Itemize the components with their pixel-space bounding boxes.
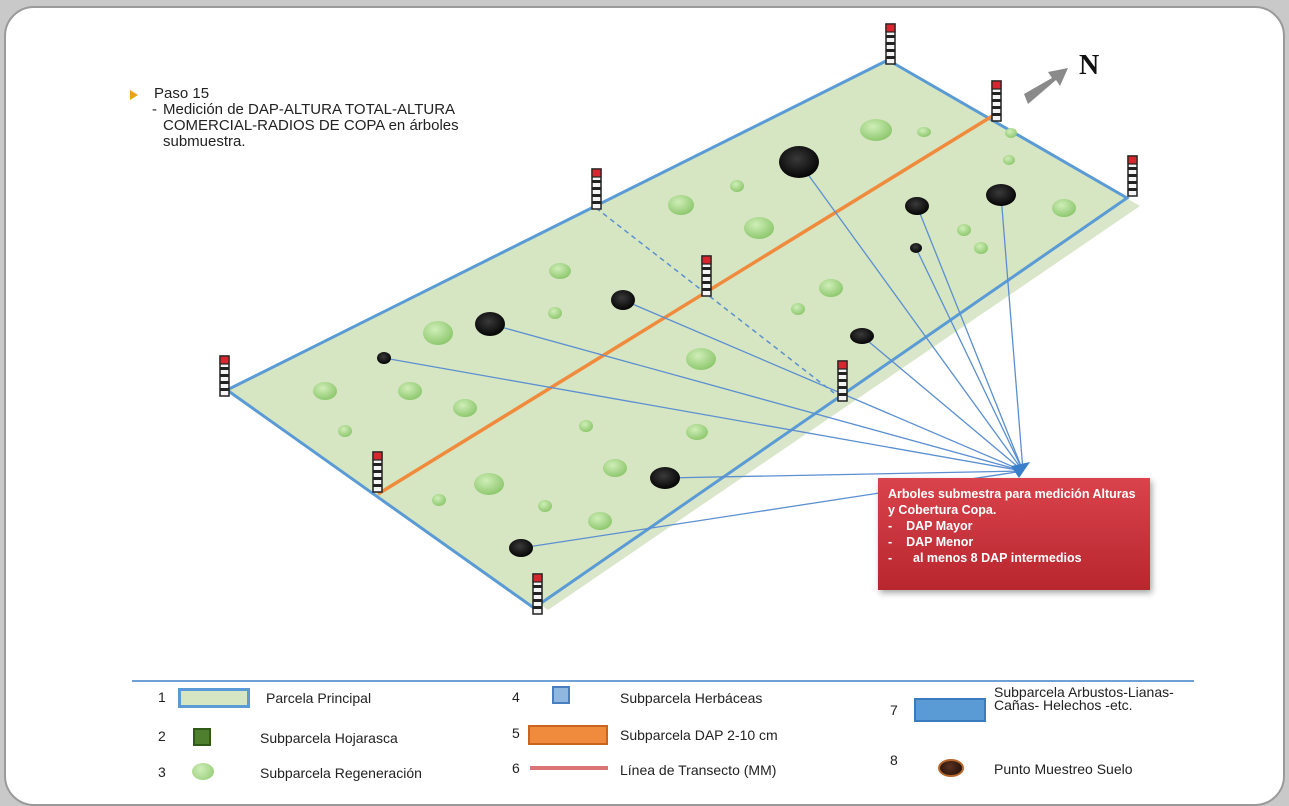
legend-number-5: 5 [512,725,520,741]
plot-diagram [219,23,1140,615]
sample-trees-callout: Arboles submestra para medición Alturas … [878,478,1150,590]
diagram-frame: Paso 15 - Medición de DAP-ALTURA TOTAL-A… [4,6,1285,806]
legend-label-shrubs: Subparcela Arbustos-Lianas-Cañas- Helech… [994,684,1174,713]
legend-label-litter: Subparcela Hojarasca [260,730,398,746]
step-description: Medición de DAP-ALTURA TOTAL-ALTURA COME… [163,101,459,150]
regeneration-circle [398,382,422,400]
connector-line [861,335,1024,472]
connector-line [664,470,1024,479]
connector-line [489,323,1024,472]
legend-label-dap: Subparcela DAP 2-10 cm [620,727,778,743]
callout-item: - DAP Mayor [888,519,973,533]
step-dash: - [152,101,157,118]
regeneration-circle [744,217,774,239]
regeneration-circles [313,119,1076,530]
legend-number-3: 3 [158,764,166,780]
legend-swatch-litter [193,728,211,746]
stake-marker [991,80,1002,122]
regeneration-circle [819,279,843,297]
north-arrow [1024,68,1068,104]
sample-tree-circle [611,290,635,310]
regeneration-circle [338,425,352,437]
regeneration-circle [917,127,931,137]
regeneration-circle [432,494,446,506]
regeneration-circle [474,473,504,495]
legend-label-regeneration: Subparcela Regeneración [260,765,422,781]
legend-label-main-plot: Parcela Principal [266,690,372,706]
regeneration-circle [860,119,892,141]
regeneration-circle [1005,128,1017,138]
regeneration-circle [423,321,453,345]
legend-number-7: 7 [890,702,898,718]
regeneration-circle [974,242,988,254]
connector-line [622,299,1024,472]
legend-number-4: 4 [512,689,520,705]
regeneration-circle [1003,155,1015,165]
transect-line [377,113,995,496]
legend-number-1: 1 [158,689,166,705]
legend-label-herbaceous: Subparcela Herbáceas [620,690,763,706]
stake-marker [885,23,896,65]
stake-marker [1127,155,1138,197]
bullet-arrow-icon [130,90,138,100]
legend-swatch-regeneration [192,763,214,780]
regeneration-circle [603,459,627,477]
sample-trees [377,146,1016,557]
stake-marker [591,168,602,210]
legend-number-8: 8 [890,752,898,768]
main-plot [224,58,1130,610]
connector-line [798,161,1024,472]
stake-markers [219,23,1138,615]
regeneration-circle [686,348,716,370]
regeneration-circle [538,500,552,512]
regeneration-circle [957,224,971,236]
legend-swatch-main-plot [178,688,250,708]
connector-arrowhead [1011,462,1030,478]
regeneration-circle [686,424,708,440]
stake-marker [372,451,383,493]
legend-divider [132,680,1194,682]
stake-marker [701,255,712,297]
legend-swatch-soil [938,759,964,777]
legend-number-6: 6 [512,760,520,776]
sample-tree-circle [986,184,1016,206]
connector-line [915,247,1024,472]
sample-tree-circle [377,352,391,364]
legend-swatch-transect [530,766,608,770]
step-title: Paso 15 [154,85,210,102]
north-label: N [1079,50,1100,81]
connector-line [916,205,1024,472]
legend-label-transect: Línea de Transecto (MM) [620,762,777,778]
sample-tree-circle [779,146,819,178]
sample-tree-circle [905,197,929,215]
regeneration-circle [548,307,562,319]
regeneration-circle [791,303,805,315]
legend-number-2: 2 [158,728,166,744]
stake-marker [837,360,848,402]
callout-title: Arboles submestra para medición Alturas … [888,487,1136,517]
legend-swatch-herbaceous [552,686,570,704]
regeneration-circle [549,263,571,279]
regeneration-circle [730,180,744,192]
sample-tree-circle [650,467,680,489]
connector-line [383,357,1024,472]
stake-marker [532,573,543,615]
sample-tree-circle [910,243,922,253]
regeneration-circle [588,512,612,530]
connector-line [1000,194,1024,472]
regeneration-circle [579,420,593,432]
legend-swatch-shrubs [914,698,986,722]
sample-tree-circle [509,539,533,557]
regeneration-circle [1052,199,1076,217]
regeneration-circle [313,382,337,400]
sample-tree-circle [475,312,505,336]
regeneration-circle [668,195,694,215]
stake-marker [219,355,230,397]
regeneration-circle [453,399,477,417]
callout-item: - DAP Menor [888,535,974,549]
legend-label-soil: Punto Muestreo Suelo [994,761,1133,777]
callout-item: - al menos 8 DAP intermedios [888,551,1082,565]
sample-tree-circle [850,328,874,344]
legend-swatch-dap [528,725,608,745]
